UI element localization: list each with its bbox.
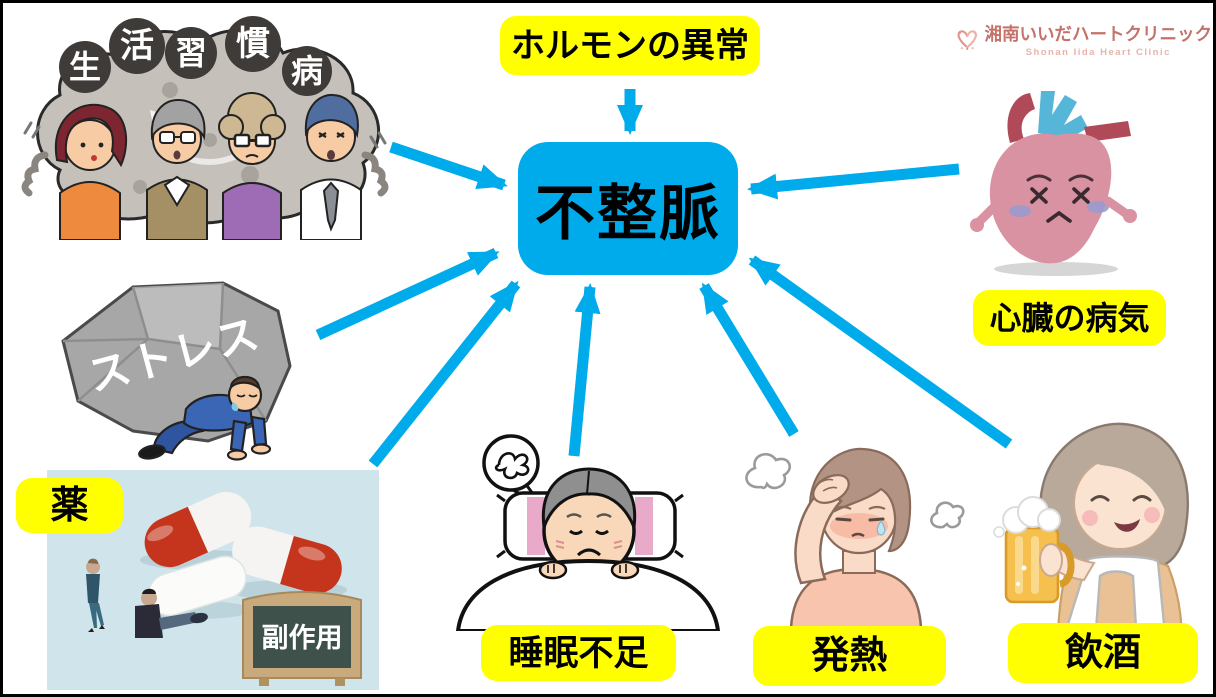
figurine-sitting-man xyxy=(135,588,208,638)
cause-label-hormone: ホルモンの異常 xyxy=(500,16,760,75)
arrow-medicine xyxy=(368,280,521,468)
steam-puffs xyxy=(745,452,965,529)
cause-label-medicine-text: 薬 xyxy=(50,484,89,527)
figurine-standing-woman xyxy=(86,558,105,632)
capsule-red-white-2 xyxy=(232,526,342,594)
hand-holding-mug xyxy=(1039,543,1063,577)
flamingo-heart-icon xyxy=(957,30,977,51)
cause-label-fever: 発熱 xyxy=(753,626,946,686)
lifestyle-kanji-circles: 生 活 習 慣 病 xyxy=(59,16,332,96)
cause-label-fever-text: 発熱 xyxy=(811,635,888,677)
heart-shadow xyxy=(994,262,1118,276)
worried-people-group xyxy=(23,92,387,240)
clinic-name-jp: 湘南いいだハートクリニック xyxy=(984,23,1213,44)
cause-label-heart-disease-text: 心臓の病気 xyxy=(989,300,1150,336)
cause-arrows xyxy=(315,89,1013,468)
heart-arms xyxy=(970,196,1137,232)
alcohol-illustration xyxy=(993,422,1189,663)
cause-label-heart-disease: 心臓の病気 xyxy=(973,290,1166,346)
arrow-alcohol xyxy=(748,255,1013,449)
central-concept-box: 不整脈 xyxy=(518,142,738,275)
arrow-fever xyxy=(699,282,799,437)
cause-label-sleep-deprivation: 睡眠不足 xyxy=(481,625,676,681)
fever-woman xyxy=(789,447,923,628)
central-concept-label: 不整脈 xyxy=(535,180,721,247)
cause-label-sleep-text: 睡眠不足 xyxy=(508,633,649,673)
person-man-tie xyxy=(300,93,362,240)
heart-vessels xyxy=(1007,91,1131,143)
motion-marks xyxy=(23,121,387,149)
arrow-lifestyle xyxy=(389,141,508,191)
stress-illustration: ストレス xyxy=(61,281,292,461)
towel xyxy=(1066,555,1166,632)
kanji-byou: 病 xyxy=(291,53,323,89)
sick-heart-illustration xyxy=(970,91,1137,276)
cause-label-hormone-text: ホルモンの異常 xyxy=(511,26,749,65)
person-woman-orange xyxy=(54,103,128,240)
monster-right-hand xyxy=(361,151,389,197)
kanji-sei: 生 xyxy=(69,49,101,85)
side-effect-chalkboard: 副作用 xyxy=(242,591,362,686)
capsule-red-white-1 xyxy=(144,491,252,568)
blanket xyxy=(455,558,721,631)
clinic-name-en: Shonan Iida Heart Clinic xyxy=(1025,46,1171,58)
kanji-katsu: 活 xyxy=(120,27,154,65)
monster-left-hand xyxy=(21,151,49,197)
arrow-stress xyxy=(315,248,500,340)
cause-label-alcohol-text: 飲酒 xyxy=(1064,632,1141,674)
sleep-deprivation-illustration xyxy=(455,434,721,631)
arrow-heart-disease xyxy=(747,163,960,200)
crushed-man xyxy=(138,375,272,461)
drinking-woman xyxy=(1038,422,1189,663)
cause-label-medicine: 薬 xyxy=(16,478,123,533)
beer-mug xyxy=(993,496,1075,604)
kanji-shuu: 習 xyxy=(175,35,207,71)
heart-body xyxy=(989,133,1112,264)
elderly-woman-face xyxy=(541,467,637,578)
lifestyle-disease-illustration: 生 活 習 慣 病 xyxy=(21,16,389,240)
person-woman-purple xyxy=(218,92,286,240)
fever-illustration xyxy=(745,447,965,628)
kanji-kan: 慣 xyxy=(236,25,270,63)
clinic-logo: 湘南いいだハートクリニック Shonan Iida Heart Clinic xyxy=(956,11,1212,67)
arrow-sleep xyxy=(568,283,601,457)
person-man-gray xyxy=(146,98,208,240)
medicine-side-effect-photo: 副作用 xyxy=(47,470,379,690)
heart-face xyxy=(1009,174,1109,223)
cause-label-alcohol: 飲酒 xyxy=(1008,623,1198,683)
side-effect-text: 副作用 xyxy=(262,623,343,653)
